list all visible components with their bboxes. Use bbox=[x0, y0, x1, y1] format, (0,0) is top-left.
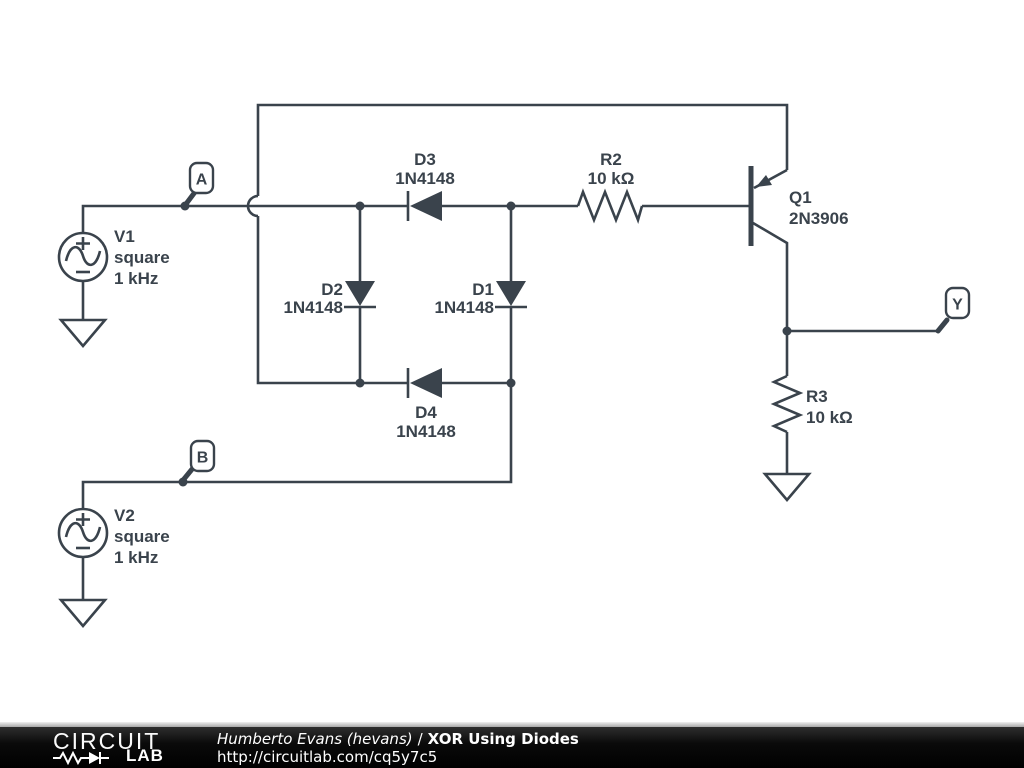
component-r2-resistor: R2 10 kΩ bbox=[576, 150, 644, 225]
r3-value-label: 10 kΩ bbox=[806, 408, 853, 427]
ground-icon bbox=[58, 318, 108, 349]
d2-part-label: 1N4148 bbox=[283, 298, 343, 317]
diode-icon bbox=[410, 368, 442, 398]
circuitlab-logo-lab: LAB bbox=[126, 746, 164, 765]
r2-value-label: 10 kΩ bbox=[588, 169, 635, 188]
node-flag-b: B bbox=[181, 439, 216, 482]
ground-icon bbox=[762, 472, 812, 503]
d1-part-label: 1N4148 bbox=[434, 298, 494, 317]
sine-icon bbox=[64, 245, 102, 267]
node-flag-y: Y bbox=[935, 286, 971, 334]
circuitlab-logo: CIRCUIT bbox=[53, 728, 161, 754]
author-name: Humberto Evans (hevans) bbox=[217, 730, 413, 748]
diode-icon bbox=[496, 281, 526, 306]
footer-divider bbox=[0, 722, 1024, 727]
schematic-url[interactable]: http://circuitlab.com/cq5y7c5 bbox=[217, 748, 438, 766]
component-v2-source: V2 square 1 kHz bbox=[57, 506, 170, 629]
sine-icon bbox=[64, 521, 102, 543]
component-v1-source: V1 square 1 kHz bbox=[57, 227, 170, 349]
v1-ref-label: V1 bbox=[114, 227, 135, 246]
plus-icon bbox=[76, 513, 90, 526]
v2-ref-label: V2 bbox=[114, 506, 135, 525]
component-d1-diode: D1 1N4148 bbox=[434, 280, 527, 317]
d4-part-label: 1N4148 bbox=[396, 422, 456, 441]
r2-ref-label: R2 bbox=[600, 150, 622, 169]
credit-line: Humberto Evans (hevans)/XOR Using Diodes bbox=[217, 732, 579, 747]
d3-ref-label: D3 bbox=[414, 150, 436, 169]
wire-feedback-loop bbox=[246, 103, 789, 385]
component-r3-resistor: R3 10 kΩ bbox=[762, 331, 853, 503]
resistor-icon bbox=[576, 188, 644, 225]
junction-dots bbox=[178, 201, 792, 487]
wire-net-b bbox=[81, 383, 513, 509]
pnp-arrow-icon bbox=[756, 175, 772, 187]
ground-icon bbox=[58, 598, 108, 629]
component-d4-diode: D4 1N4148 bbox=[396, 368, 456, 441]
diode-icon bbox=[345, 281, 375, 306]
d1-ref-label: D1 bbox=[472, 280, 494, 299]
v1-waveform-label: square bbox=[114, 248, 170, 267]
v1-frequency-label: 1 kHz bbox=[114, 269, 158, 288]
node-a-label: A bbox=[196, 172, 208, 189]
component-d2-diode: D2 1N4148 bbox=[283, 280, 376, 317]
d4-ref-label: D4 bbox=[415, 403, 437, 422]
component-q1-transistor: Q1 2N3906 bbox=[748, 166, 849, 246]
credit-separator: / bbox=[417, 730, 423, 748]
wire-collector-output bbox=[752, 221, 938, 333]
d3-part-label: 1N4148 bbox=[395, 169, 455, 188]
footer-bar bbox=[0, 727, 1024, 768]
wire-hop-icon bbox=[246, 194, 259, 218]
node-flag-a: A bbox=[183, 161, 215, 207]
plus-icon bbox=[76, 237, 90, 250]
resistor-icon bbox=[770, 374, 804, 434]
q1-ref-label: Q1 bbox=[789, 188, 812, 207]
v2-waveform-label: square bbox=[114, 527, 170, 546]
component-d3-diode: D3 1N4148 bbox=[395, 150, 455, 221]
v2-frequency-label: 1 kHz bbox=[114, 548, 158, 567]
q1-part-label: 2N3906 bbox=[789, 209, 849, 228]
circuitlab-logo-symbol-icon bbox=[53, 751, 109, 765]
circuit-canvas: V1 square 1 kHz V2 square 1 kHz D3 1N414… bbox=[57, 103, 971, 629]
d2-ref-label: D2 bbox=[321, 280, 343, 299]
node-b-label: B bbox=[197, 450, 209, 467]
r3-ref-label: R3 bbox=[806, 387, 828, 406]
schematic-title: XOR Using Diodes bbox=[427, 730, 579, 748]
node-y-label: Y bbox=[952, 297, 963, 314]
diode-icon bbox=[410, 191, 442, 221]
